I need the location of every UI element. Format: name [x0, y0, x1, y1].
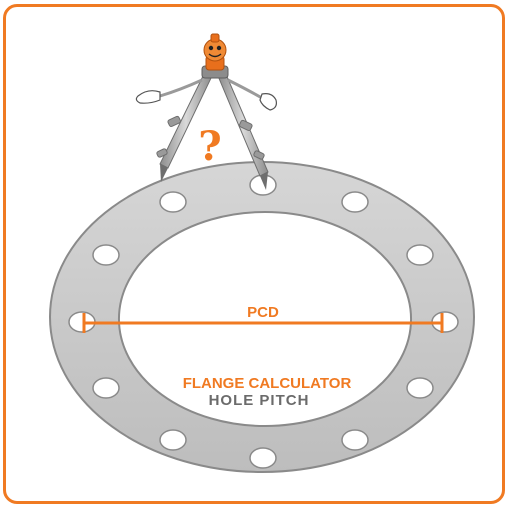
bolt-hole	[159, 191, 187, 213]
bolt-hole	[92, 244, 120, 266]
bolt-hole	[406, 244, 434, 266]
subtitle-label: HOLE PITCH	[209, 392, 310, 409]
flange-ring	[49, 160, 475, 474]
compass-character-icon	[135, 33, 277, 190]
bolt-hole	[92, 377, 120, 399]
pcd-dimension-line	[82, 313, 444, 333]
bolt-hole	[341, 429, 369, 451]
pcd-label: PCD	[247, 304, 279, 321]
bolt-hole	[406, 377, 434, 399]
question-mark: ?	[198, 123, 221, 170]
bolt-hole	[341, 191, 369, 213]
bolt-holes	[68, 174, 459, 469]
title-label: FLANGE CALCULATOR	[183, 375, 352, 392]
bolt-hole	[159, 429, 187, 451]
bolt-hole	[249, 447, 277, 469]
